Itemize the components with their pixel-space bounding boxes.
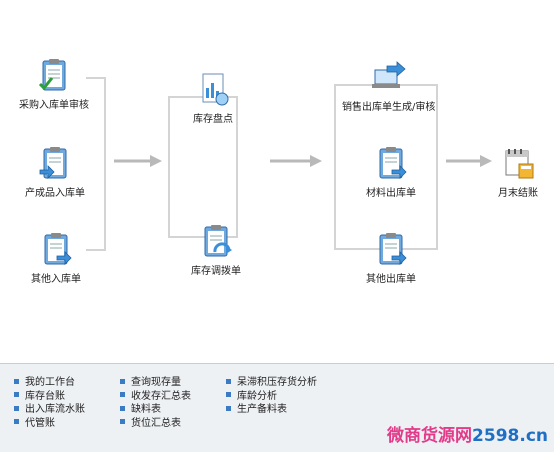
link-consignment-ledger[interactable]: 代管账 (14, 417, 85, 431)
node-purchase-receipt-review[interactable]: 采购入库单审核 (18, 56, 90, 111)
link-query-on-hand[interactable]: 查询现存量 (120, 376, 191, 390)
bullet-icon (14, 405, 19, 411)
bullet-icon (14, 378, 19, 384)
node-other-receipt[interactable]: 其他入库单 (26, 230, 86, 285)
label-other-receipt: 其他入库单 (31, 274, 81, 285)
inventory-flow-diagram: 采购入库单审核 产成品入库单 其他入库单 库存盘点 (18, 56, 542, 285)
label-sales-issue-review: 销售出库单生成/审核 (342, 102, 436, 113)
link-production-prep[interactable]: 生产备料表 (226, 403, 317, 417)
link-location-summary[interactable]: 货位汇总表 (120, 417, 191, 431)
label-stock-transfer: 库存调拨单 (191, 266, 241, 277)
bullet-icon (226, 392, 231, 397)
bullet-icon (226, 405, 231, 411)
clipboard-issue-icon (379, 147, 407, 179)
clipboard-receipt-icon (39, 147, 67, 179)
node-stock-transfer[interactable]: 库存调拨单 (186, 222, 246, 277)
bullet-icon (14, 419, 19, 424)
label-month-end: 月末结账 (498, 188, 538, 199)
clipboard-transfer-icon (204, 225, 232, 257)
bullet-icon (120, 392, 125, 397)
link-receive-issue-summary[interactable]: 收发存汇总表 (120, 390, 191, 404)
label-material-issue: 材料出库单 (366, 188, 416, 199)
link-my-workbench[interactable]: 我的工作台 (14, 376, 85, 390)
node-month-end[interactable]: 月末结账 (494, 144, 542, 199)
label-purchase-receipt-review: 采购入库单审核 (19, 100, 89, 111)
label-product-receipt: 产成品入库单 (25, 188, 85, 199)
link-slow-moving-analysis[interactable]: 呆滞积压存货分析 (226, 376, 317, 390)
stocktake-report-icon (202, 73, 229, 106)
node-other-issue[interactable]: 其他出库单 (362, 230, 420, 285)
label-other-issue: 其他出库单 (366, 274, 416, 285)
clipboard-issue-icon (379, 233, 407, 265)
node-product-receipt[interactable]: 产成品入库单 (20, 144, 90, 199)
arrow-1 (114, 155, 162, 167)
quick-links-col-3: 呆滞积压存货分析 库龄分析 生产备料表 (226, 376, 317, 417)
quick-links-panel: 我的工作台 库存台账 出入库流水账 代管账 查询现存量 收发存汇总表 缺料表 货… (0, 363, 554, 452)
bracket-receipts (86, 77, 106, 251)
laptop-issue-icon (372, 61, 406, 88)
calendar-calculator-icon (505, 149, 534, 179)
bullet-icon (120, 405, 125, 411)
arrow-3 (446, 155, 492, 167)
clipboard-receipt-icon (44, 233, 72, 265)
bullet-icon (120, 378, 125, 384)
bullet-icon (226, 378, 231, 384)
label-stocktake: 库存盘点 (193, 114, 233, 125)
quick-links-col-2: 查询现存量 收发存汇总表 缺料表 货位汇总表 (120, 376, 191, 430)
clipboard-check-icon (38, 59, 66, 91)
arrow-2 (270, 155, 322, 167)
bullet-icon (14, 392, 19, 397)
watermark-num: 2598.cn (472, 426, 548, 446)
node-stocktake[interactable]: 库存盘点 (184, 70, 242, 125)
watermark: 微商货源网2598.cn (387, 421, 548, 446)
link-shortage-report[interactable]: 缺料表 (120, 403, 191, 417)
node-material-issue[interactable]: 材料出库单 (362, 144, 420, 199)
node-sales-issue-review[interactable]: 销售出库单生成/审核 (342, 58, 436, 113)
bullet-icon (120, 419, 125, 424)
link-stock-ledger[interactable]: 库存台账 (14, 390, 85, 404)
quick-links-col-1: 我的工作台 库存台账 出入库流水账 代管账 (14, 376, 85, 430)
watermark-cn: 微商货源网 (387, 426, 473, 446)
link-in-out-journal[interactable]: 出入库流水账 (14, 403, 85, 417)
link-stock-age-analysis[interactable]: 库龄分析 (226, 390, 317, 404)
